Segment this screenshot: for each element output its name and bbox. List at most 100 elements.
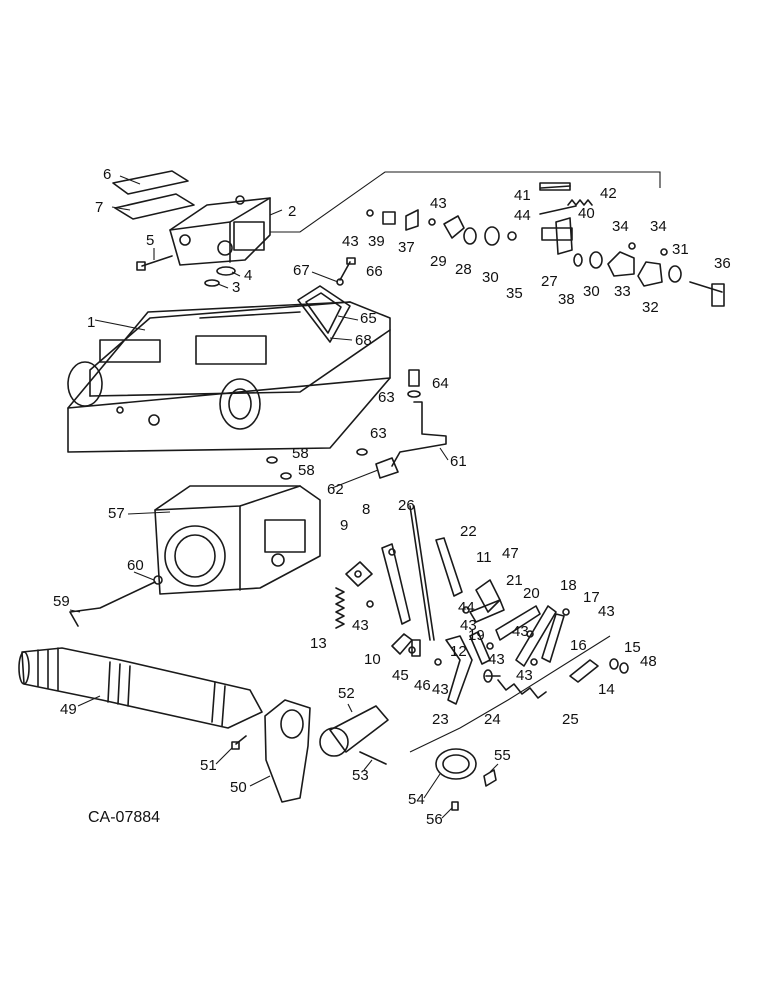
callout-30b: 30: [583, 283, 600, 300]
callout-57: 57: [108, 505, 125, 522]
callout-37: 37: [398, 239, 415, 256]
bushing-30: [484, 226, 500, 246]
ring-35: [507, 231, 517, 241]
washer-15: [609, 658, 619, 670]
callout-31: 31: [672, 241, 689, 258]
callout-26: 26: [398, 497, 415, 514]
cam-32: [637, 261, 663, 287]
callout-43a: 43: [342, 233, 359, 250]
washer-63b: [356, 448, 368, 456]
fitting-60: [153, 575, 163, 585]
bracket-29: [428, 215, 465, 239]
callout-60: 60: [127, 557, 144, 574]
callout-62: 62: [327, 481, 344, 498]
rockshaft-arm-50: [264, 699, 311, 803]
callout-17: 17: [583, 589, 600, 606]
callout-43g: 43: [432, 681, 449, 698]
callout-47: 47: [502, 545, 519, 562]
callout-20: 20: [523, 585, 540, 602]
callout-48: 48: [640, 653, 657, 670]
callout-35: 35: [506, 285, 523, 302]
callout-52: 52: [338, 685, 355, 702]
bushing-28: [463, 227, 477, 245]
callout-6: 6: [103, 166, 111, 183]
link-40: [539, 205, 577, 215]
spring-25: [497, 679, 547, 699]
bracket-45-46: [411, 639, 421, 657]
callout-10: 10: [364, 651, 381, 668]
fitting-39: [366, 209, 396, 225]
callout-15: 15: [624, 639, 641, 656]
callout-66: 66: [366, 263, 383, 280]
callout-43c: 43: [598, 603, 615, 620]
callout-32: 32: [642, 299, 659, 316]
lever-8: [381, 543, 411, 625]
callout-14: 14: [598, 681, 615, 698]
callout-labels: 6 7 5 2 4 3 1 43 39 37 43 29 28 30 35 41…: [53, 166, 731, 828]
bushing-30b: [589, 251, 603, 269]
o-ring-4: [216, 266, 236, 276]
callout-55: 55: [494, 747, 511, 764]
callout-45: 45: [392, 667, 409, 684]
callout-54: 54: [408, 791, 425, 808]
key-55: [483, 769, 497, 787]
valve-body-57: [154, 485, 321, 595]
callout-43e: 43: [512, 623, 529, 640]
spring-42: [567, 199, 593, 206]
seal-54: [435, 748, 477, 780]
callout-53: 53: [352, 767, 369, 784]
lever-19: [469, 631, 491, 665]
callout-50: 50: [230, 779, 247, 796]
washer-58a: [266, 456, 278, 464]
plate-47: [475, 579, 501, 613]
callout-41: 41: [514, 187, 531, 204]
callout-23: 23: [432, 711, 449, 728]
callout-58b: 58: [298, 462, 315, 479]
callout-22: 22: [460, 523, 477, 540]
callout-7: 7: [95, 199, 103, 216]
bushing-31: [668, 265, 682, 283]
callout-63a: 63: [378, 389, 395, 406]
callout-12: 12: [450, 643, 467, 660]
bolt-66: [339, 257, 356, 281]
callout-11: 11: [476, 549, 492, 566]
callout-5: 5: [146, 232, 154, 249]
tube-61: [391, 401, 447, 467]
callout-44a: 44: [514, 207, 531, 224]
link-16: [541, 613, 565, 663]
callout-46: 46: [414, 677, 431, 694]
callout-3: 3: [232, 279, 240, 296]
pin-53: [359, 751, 387, 765]
rod-59: [69, 581, 156, 627]
control-valve-housing-2: [169, 195, 283, 266]
drawing-code: CA-07884: [88, 809, 160, 826]
callout-28: 28: [455, 261, 472, 278]
callout-16: 16: [570, 637, 587, 654]
callout-8: 8: [362, 501, 370, 518]
washer-48: [619, 662, 629, 674]
callout-39: 39: [368, 233, 385, 250]
callout-18: 18: [560, 577, 577, 594]
link-17: [515, 605, 557, 667]
callout-33: 33: [614, 283, 631, 300]
spring-13: [335, 587, 345, 629]
callout-68: 68: [355, 332, 372, 349]
splined-shaft-49: [18, 647, 263, 729]
gasket-plate-7: [114, 193, 195, 220]
callout-29: 29: [430, 253, 447, 270]
cover-plate-65: [297, 285, 351, 343]
link-20: [495, 605, 541, 641]
callout-36: 36: [714, 255, 731, 272]
shaft-27: [541, 217, 573, 255]
bracket-9: [345, 561, 373, 587]
pin-56: [451, 801, 459, 811]
callout-9: 9: [340, 517, 348, 534]
washer-63a: [407, 390, 421, 398]
callout-25: 25: [562, 711, 579, 728]
gasket-plate-6: [112, 170, 189, 195]
callout-13: 13: [310, 635, 327, 652]
cam-33: [607, 251, 635, 277]
lever-21: [469, 599, 505, 623]
callout-43b: 43: [430, 195, 447, 212]
